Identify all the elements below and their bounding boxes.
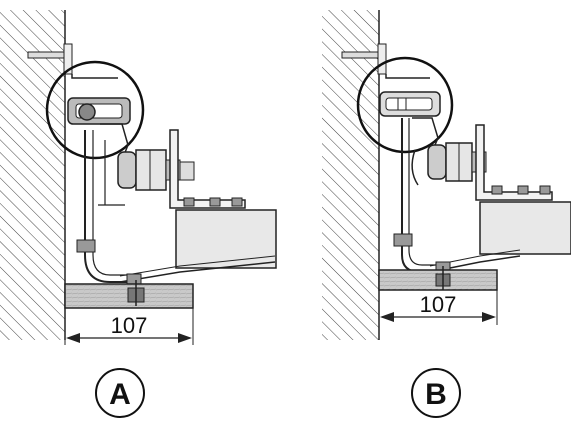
adjustment-slot (67, 97, 131, 125)
adjustment-slot (379, 91, 441, 117)
svg-text:B: B (425, 378, 447, 411)
dimension-line: 107 (64, 308, 194, 345)
dimension-label: 107 (111, 313, 148, 338)
panel-block (479, 201, 571, 255)
wall-anchor (341, 43, 430, 79)
roller-assembly (117, 149, 195, 191)
detail-circle (45, 60, 145, 160)
l-bracket (475, 124, 553, 201)
panel-block (175, 209, 277, 269)
wall-section (322, 10, 380, 340)
hanger-profile (393, 117, 445, 273)
panel-label-b: B (411, 368, 461, 418)
detail-circle (356, 56, 454, 154)
hanger-profile (76, 123, 135, 283)
dimension-line: 107 (378, 290, 498, 325)
panel-label-a: A (95, 368, 145, 418)
svg-text:A: A (109, 378, 131, 411)
panel-b: 107 B (322, 10, 571, 418)
l-bracket (169, 129, 246, 209)
wall-section (0, 10, 66, 340)
base-bolt (127, 280, 145, 306)
wall-anchor (27, 43, 118, 79)
slot-bolt (78, 103, 96, 121)
dimension-label: 107 (420, 292, 457, 317)
base-bolt (435, 266, 451, 290)
panel-a: 107 A (0, 10, 277, 418)
bottom-support (119, 255, 276, 285)
